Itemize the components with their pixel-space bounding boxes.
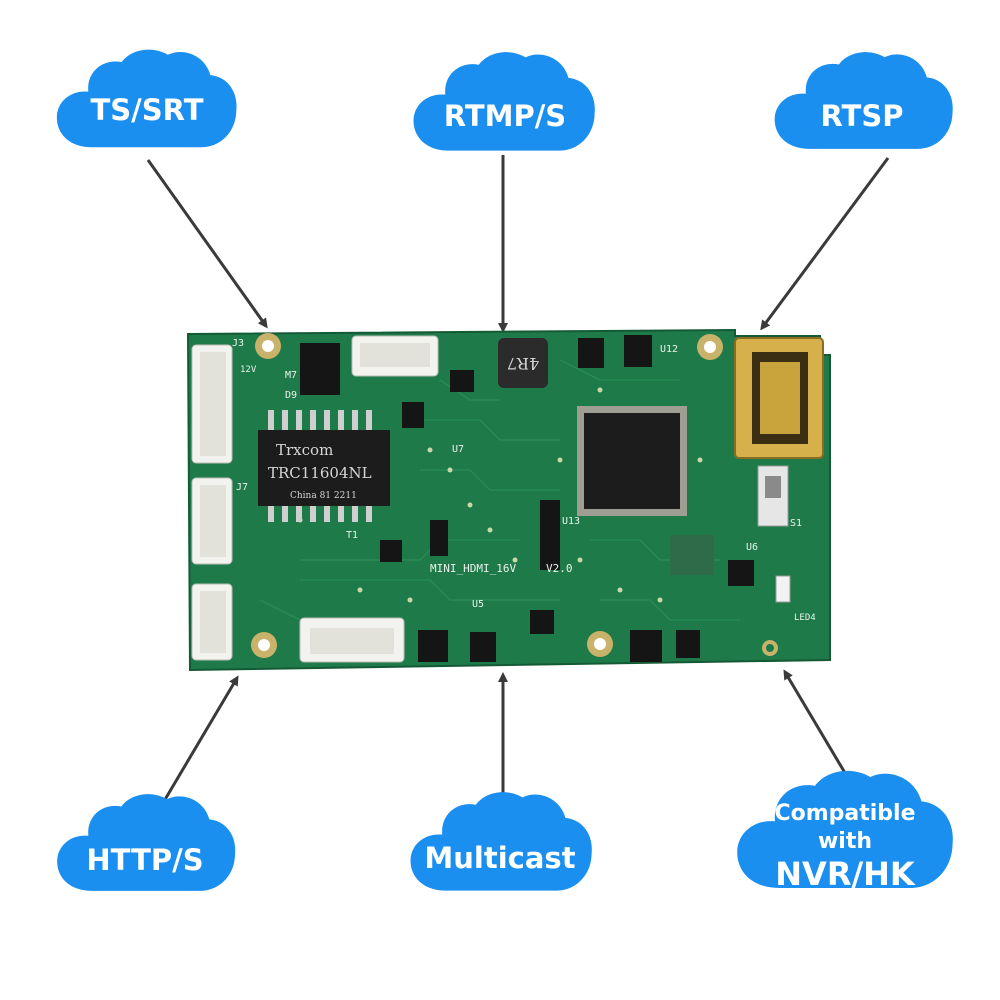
silk-m7: M7 [285, 370, 297, 381]
cloud-label-rtmp-s: RTMP/S [444, 99, 566, 133]
silk-led4: LED4 [794, 613, 816, 623]
silk-u5: U5 [472, 599, 484, 610]
silk-j3: J3 [232, 338, 244, 349]
magnetics-brand: Trxcom [276, 441, 333, 459]
cloud-multicast: Multicast [410, 792, 592, 891]
main-soc-chip [577, 406, 687, 516]
arrow-http-s [158, 675, 239, 809]
silk-u12: U12 [660, 344, 678, 355]
connection-arrows [146, 155, 890, 809]
inductor: 4R7 [498, 338, 548, 388]
cloud-label-compatible-line3: NVR/HK [775, 855, 916, 893]
pcb-board: Trxcom TRC11604NL China 81 2211 4R7 [186, 328, 831, 672]
silk-t1: T1 [346, 530, 358, 541]
cloud-label-rtsp: RTSP [821, 99, 904, 133]
cloud-http-s: HTTP/S [57, 794, 236, 891]
cloud-compatible-nvr: Compatible with NVR/HK [737, 770, 953, 893]
cloud-label-compatible-line1: Compatible [774, 801, 915, 826]
mounting-holes [251, 333, 778, 658]
smd-components [380, 335, 754, 662]
magnetics-origin: China 81 2211 [290, 491, 357, 501]
cloud-label-compatible-line2: with [818, 829, 872, 854]
silk-u7: U7 [452, 444, 464, 455]
magnetics-part: TRC11604NL [268, 464, 372, 482]
cloud-label-http-s: HTTP/S [86, 843, 203, 877]
arrow-rtsp [760, 157, 890, 331]
arrow-ts-srt [146, 159, 268, 329]
silk-u13: U13 [562, 516, 580, 527]
cloud-rtsp: RTSP [774, 52, 953, 149]
silk-s1: S1 [790, 518, 802, 529]
cloud-label-ts-srt: TS/SRT [91, 93, 204, 127]
hdmi-connector [734, 337, 824, 459]
left-connectors [191, 344, 233, 661]
silk-12v: 12V [240, 365, 257, 375]
pcb-silkscreen: J3 M7 D9 12V J7 T1 U7 U12 U13 U5 U6 S1 L… [232, 338, 816, 623]
silk-u6: U6 [746, 542, 758, 553]
cloud-ts-srt: TS/SRT [56, 49, 237, 148]
inductor-mark: 4R7 [507, 354, 539, 373]
power-regulator [300, 343, 340, 395]
slide-switch [757, 465, 789, 527]
silk-j7: J7 [236, 482, 248, 493]
status-led [775, 575, 791, 603]
silk-board-version: V2.0 [546, 562, 573, 575]
cloud-label-multicast: Multicast [424, 841, 575, 875]
silk-d9: D9 [285, 390, 297, 401]
silk-board-name: MINI_HDMI_16V [430, 562, 516, 575]
arrow-compatible [783, 669, 850, 779]
ethernet-transformer-chip: Trxcom TRC11604NL China 81 2211 [258, 410, 390, 522]
cloud-rtmp-s: RTMP/S [413, 52, 595, 151]
